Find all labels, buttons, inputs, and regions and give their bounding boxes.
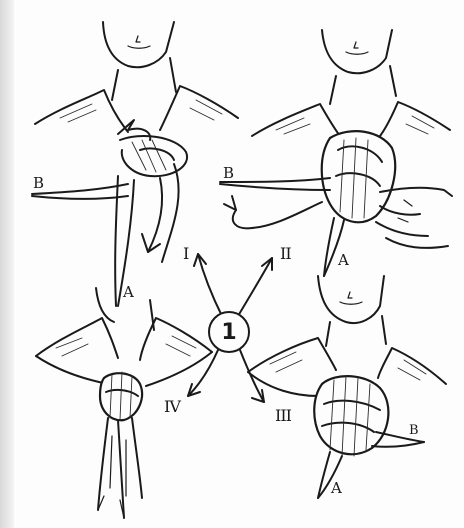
step-label-3: III (275, 408, 291, 424)
end-label-a-step2: A (338, 253, 349, 268)
panel-step-1 (32, 22, 238, 306)
panel-step-4 (36, 288, 212, 518)
end-label-b-step1: B (33, 176, 44, 191)
panel-step-2 (220, 30, 452, 276)
end-label-b-step2: B (223, 166, 234, 181)
step-label-2: II (280, 246, 291, 262)
panel-step-3 (248, 276, 446, 498)
end-label-a-step3: A (331, 481, 342, 496)
step-label-4: IV (164, 399, 180, 415)
step-label-1: I (183, 246, 188, 262)
end-label-a-step1: A (123, 285, 134, 300)
end-label-b-step3: B (409, 424, 419, 437)
step-number-badge: 1 (208, 311, 250, 353)
